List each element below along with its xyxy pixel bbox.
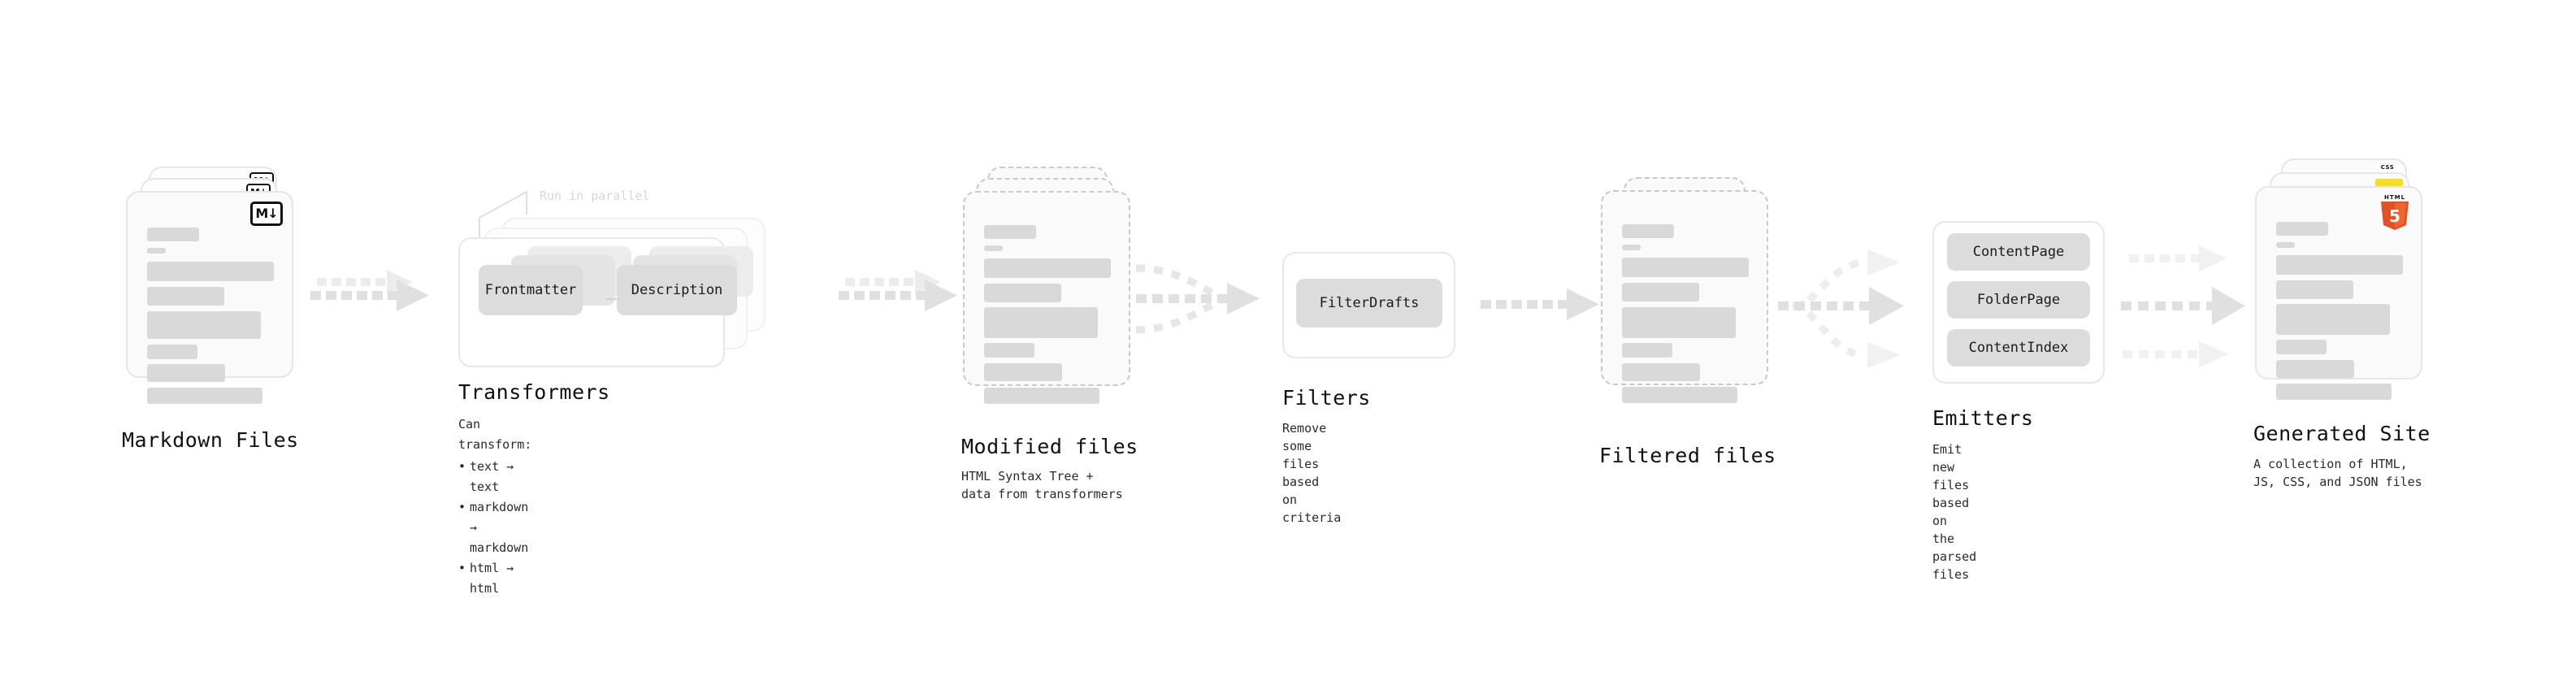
chip-description[interactable]: Description bbox=[617, 265, 737, 315]
node-title: Filtered files bbox=[1599, 444, 1776, 467]
skeleton-line bbox=[1622, 363, 1700, 381]
bullet-item: text → text bbox=[458, 457, 531, 497]
transform-capability-list: Can transform: text → text markdown → ma… bbox=[458, 414, 531, 599]
flow-arrow-6-merge bbox=[2121, 245, 2245, 367]
html5-badge-label: HTML bbox=[2383, 194, 2406, 201]
chip-frontmatter[interactable]: Frontmatter bbox=[479, 265, 583, 315]
html5-badge: HTML 5 bbox=[2379, 194, 2411, 232]
skeleton-line bbox=[2276, 222, 2328, 236]
skeleton-line bbox=[147, 311, 261, 339]
node-description: HTML Syntax Tree + data from transformer… bbox=[961, 469, 1123, 501]
markdown-file-stack: M↓ M↓ M↓ bbox=[126, 167, 297, 419]
node-title: Filters bbox=[1282, 386, 1371, 410]
flow-arrow-1 bbox=[310, 270, 429, 311]
run-in-parallel-label: Run in parallel bbox=[540, 189, 650, 203]
skeleton-line bbox=[2276, 384, 2392, 400]
node-title: Modified files bbox=[961, 435, 1138, 458]
skeleton-line bbox=[984, 284, 1061, 302]
skeleton-line bbox=[147, 345, 197, 359]
skeleton-line bbox=[2276, 340, 2327, 354]
skeleton-line bbox=[984, 363, 1062, 381]
bullet-item: markdown → markdown bbox=[458, 497, 531, 558]
skeleton-line bbox=[1622, 245, 1641, 250]
node-markdown-files: M↓ M↓ M↓ Markdown Files bbox=[122, 167, 298, 452]
parallel-bracket bbox=[479, 190, 527, 242]
node-description: Emit new files based on the parsed files bbox=[1932, 442, 1977, 582]
skeleton-line bbox=[2276, 280, 2353, 299]
skeleton-line bbox=[1622, 387, 1737, 403]
skeleton-line bbox=[2276, 360, 2354, 378]
generated-site-stack: CSS HTML 5 bbox=[2255, 158, 2434, 419]
markdown-badge-icon: M↓ bbox=[250, 202, 283, 226]
node-title: Emitters bbox=[1932, 406, 2034, 430]
chip-filterdrafts[interactable]: FilterDrafts bbox=[1296, 279, 1442, 327]
skeleton-line bbox=[984, 245, 1003, 251]
skeleton-line bbox=[2276, 255, 2403, 275]
skeleton-line bbox=[984, 388, 1099, 404]
skeleton-line bbox=[984, 307, 1098, 338]
skeleton-line bbox=[2276, 304, 2390, 335]
skeleton-line bbox=[1622, 307, 1736, 338]
node-title: Markdown Files bbox=[122, 428, 299, 452]
bullet-item: html → html bbox=[458, 558, 531, 599]
flow-arrow-4 bbox=[1481, 288, 1599, 320]
filtered-file-stack bbox=[1601, 177, 1776, 433]
chip-contentpage[interactable]: ContentPage bbox=[1947, 233, 2090, 271]
html5-digit: 5 bbox=[2389, 206, 2400, 226]
skeleton-line bbox=[147, 248, 166, 254]
node-description: Remove some files based on criteria bbox=[1282, 421, 1342, 525]
flow-arrow-3-converging bbox=[1135, 264, 1260, 334]
skeleton-line bbox=[147, 388, 262, 404]
skeleton-line bbox=[984, 258, 1111, 278]
skeleton-line bbox=[147, 364, 225, 382]
skeleton-line bbox=[984, 225, 1036, 239]
node-generated-site: CSS HTML 5 Generated Site A collec bbox=[2253, 158, 2434, 489]
chip-contentindex[interactable]: ContentIndex bbox=[1947, 329, 2090, 367]
skeleton-line bbox=[1622, 258, 1749, 277]
skeleton-line bbox=[147, 228, 199, 241]
flow-arrow-5-fanout bbox=[1778, 249, 1904, 368]
node-title: Generated Site bbox=[2253, 422, 2431, 445]
node-filtered-files: Filtered files bbox=[1599, 177, 1776, 467]
skeleton-line bbox=[2276, 242, 2295, 248]
html5-shield-icon: 5 bbox=[2381, 202, 2409, 230]
skeleton-line bbox=[1622, 224, 1674, 238]
node-description: A collection of HTML, JS, CSS, and JSON … bbox=[2253, 457, 2422, 489]
skeleton-line bbox=[1622, 283, 1699, 301]
chip-folderpage[interactable]: FolderPage bbox=[1947, 281, 2090, 319]
skeleton-line bbox=[1622, 343, 1672, 358]
node-modified-files: Modified files HTML Syntax Tree + data f… bbox=[961, 167, 1142, 501]
skeleton-line bbox=[147, 287, 224, 306]
flow-arrow-2 bbox=[839, 270, 957, 311]
modified-file-stack bbox=[963, 167, 1142, 427]
node-title: Transformers bbox=[458, 380, 610, 404]
bullets-header: Can transform: bbox=[458, 417, 532, 452]
skeleton-line bbox=[147, 262, 274, 281]
skeleton-line bbox=[984, 343, 1034, 358]
